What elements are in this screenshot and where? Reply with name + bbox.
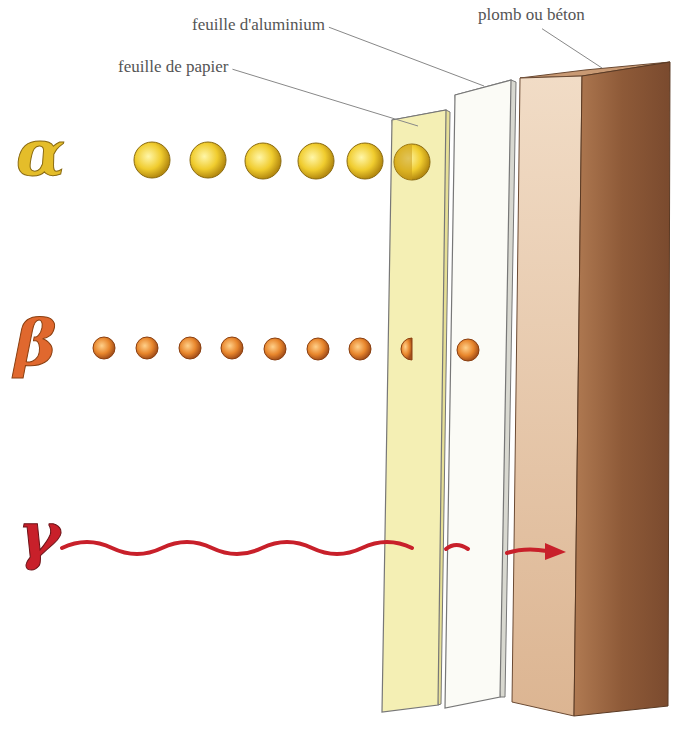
gamma-ray bbox=[62, 542, 566, 560]
alpha-particle-stopped bbox=[394, 144, 430, 180]
leader-line bbox=[232, 69, 418, 126]
radiation-symbol: α bbox=[16, 118, 65, 188]
part-label: plomb ou béton bbox=[478, 6, 585, 25]
beta-particles bbox=[93, 337, 479, 361]
radiation-symbol: β bbox=[14, 308, 57, 378]
alpha-particles bbox=[134, 142, 383, 179]
paper-sheet bbox=[382, 110, 450, 712]
leader-line bbox=[542, 29, 602, 68]
aluminium-sheet bbox=[445, 80, 516, 708]
lead-block bbox=[512, 62, 670, 716]
part-label: feuille d'aluminium bbox=[192, 16, 325, 35]
radiation-symbol: γ bbox=[18, 500, 60, 570]
leader-line bbox=[329, 27, 484, 86]
part-label: feuille de papier bbox=[118, 58, 228, 77]
